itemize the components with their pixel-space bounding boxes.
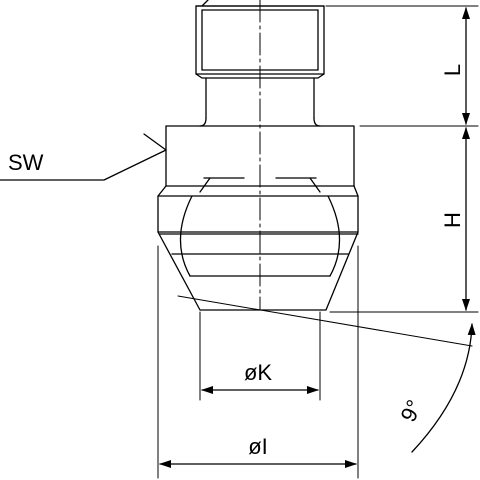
dimension-i: øI [157,245,359,479]
dimension-l: L [440,7,470,125]
label-k: øK [244,360,272,385]
label-i: øI [248,434,268,459]
dimension-k: øK [199,311,321,401]
dimension-angle: 9° [177,295,476,453]
extension-lines-right [325,5,479,313]
label-l: L [440,64,465,76]
label-h: H [440,212,465,228]
dimension-h: H [440,127,470,311]
hex-body [157,125,359,311]
sw-leader: SW [0,133,167,181]
label-sw: SW [8,150,44,175]
label-angle: 9° [395,396,427,426]
